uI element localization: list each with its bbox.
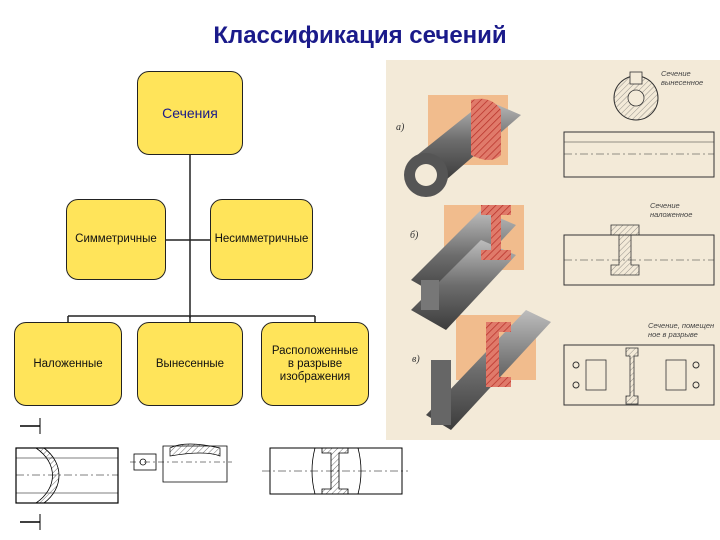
caption-in-break-2: ное в разрыве — [648, 330, 698, 339]
node-sections-label: Сечения — [162, 104, 218, 121]
ibeam-3d — [411, 205, 516, 330]
node-removed-label: Вынесенные — [155, 357, 225, 370]
caption-removed-1: Сечение — [661, 69, 691, 78]
label-c: в) — [412, 354, 420, 365]
illustration-drawing: а) б) в) Сечение вынесенное Сечение нало… — [396, 69, 715, 430]
node-symmetric-label: Симметричные — [75, 233, 157, 245]
superimposed-example — [15, 418, 119, 530]
node-removed: Вынесенные — [137, 322, 243, 406]
caption-in-break-1: Сечение, помещен — [648, 321, 714, 330]
in-break-section-drawing: Сечение, помещен ное в разрыве — [563, 321, 715, 406]
superimposed-section-drawing: Сечение наложенное — [563, 201, 715, 286]
sections-illustration: а) б) в) Сечение вынесенное Сечение нало… — [386, 60, 720, 440]
node-superimposed: Наложенные — [14, 322, 122, 406]
removed-example — [130, 443, 232, 483]
node-in-break-label: Расположенные в разрыве изображения — [271, 344, 359, 383]
caption-superimposed-1: Сечение — [650, 201, 680, 210]
bottom-drawings — [15, 418, 408, 530]
in-break-example — [262, 447, 408, 495]
node-sections: Сечения — [137, 71, 243, 155]
node-asymmetric: Несимметричные — [210, 199, 313, 280]
caption-superimposed-2: наложенное — [650, 210, 692, 219]
node-asymmetric-label: Несимметричные — [214, 233, 309, 245]
channel-3d — [426, 310, 551, 430]
removed-section-drawing: Сечение вынесенное — [563, 69, 715, 178]
caption-removed-2: вынесенное — [661, 78, 703, 87]
node-in-break: Расположенные в разрыве изображения — [261, 322, 369, 406]
shaft-3d — [404, 98, 521, 197]
label-a: а) — [396, 122, 405, 133]
page-title: Классификация сечений — [213, 22, 507, 49]
node-superimposed-label: Наложенные — [33, 357, 103, 370]
node-symmetric: Симметричные — [66, 199, 166, 280]
label-b: б) — [410, 230, 419, 241]
